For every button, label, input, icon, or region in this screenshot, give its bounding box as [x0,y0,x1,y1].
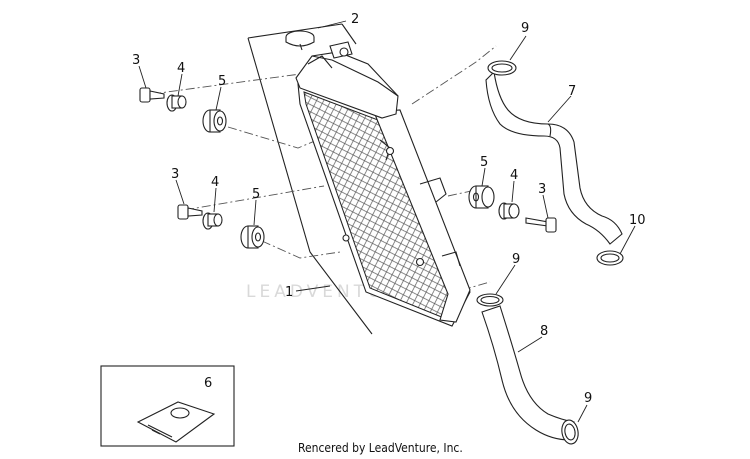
callout-4-right: 4 [510,168,518,183]
radiator-cap [285,30,315,51]
callout-8: 8 [540,324,548,339]
lower-left-bolt [177,204,203,220]
radiator-core [297,83,471,327]
radiator-top-tank [295,41,399,119]
lower-hose [481,305,575,441]
callout-6: 6 [204,376,212,391]
callout-4-lower-left: 4 [211,175,219,190]
upper-left-bolt [139,87,165,103]
callout-1: 1 [285,285,293,300]
lower-left-grommet [240,225,265,249]
callout-3-right: 3 [538,182,546,197]
inset-box [100,365,235,447]
callout-5-lower-left: 5 [252,187,260,202]
callout-3-upper-left: 3 [132,53,140,68]
callout-5-upper-left: 5 [218,74,226,89]
callout-4-upper-left: 4 [177,61,185,76]
right-washer [498,202,520,220]
lower-left-washer [202,212,223,230]
callout-3-lower-left: 3 [171,167,179,182]
leader-lines [138,20,636,423]
credit-line: Rencered by LeadVenture, Inc. [298,441,463,455]
right-bolt [525,217,557,233]
upper-hose [485,70,623,245]
callout-9-middle: 9 [512,252,520,267]
callout-2: 2 [351,12,359,27]
callout-9-top: 9 [521,21,529,36]
callout-9-bottom: 9 [584,391,592,406]
lower-hose-bottom-clamp [561,419,579,445]
callout-5-right: 5 [480,155,488,170]
upper-left-grommet [202,109,227,133]
upper-hose-clamp [487,60,517,76]
upper-left-washer [166,94,187,112]
right-grommet [468,185,495,209]
upper-hose-lower-clamp [596,250,624,266]
callout-10: 10 [629,213,646,228]
lower-hose-top-clamp [476,293,504,307]
callout-7: 7 [568,84,576,99]
